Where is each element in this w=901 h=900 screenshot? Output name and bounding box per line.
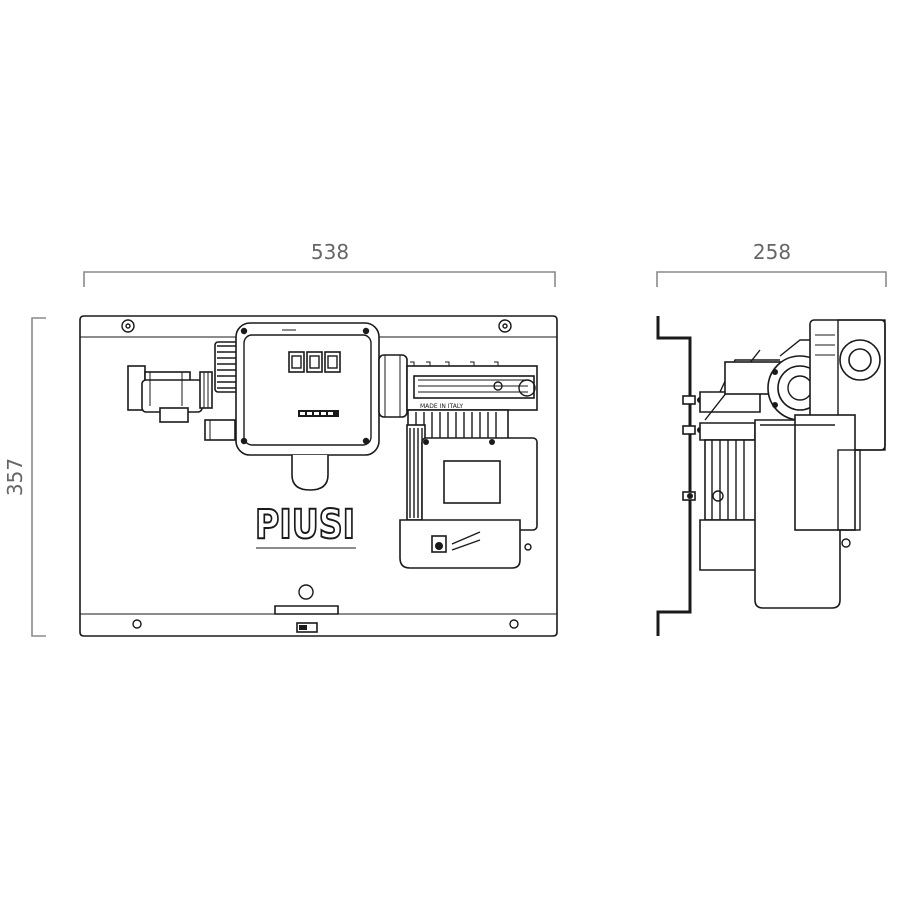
bottom-bracket: [274, 605, 339, 615]
dimension-depth-side-label: 258: [753, 240, 791, 264]
connector-tube: [378, 354, 408, 418]
motor-terminal-box: [421, 437, 538, 531]
motor-base: [399, 519, 532, 569]
dimension-width-front: 538: [83, 240, 556, 287]
drain-hole: [298, 584, 314, 600]
mount-hole-right: [509, 619, 519, 629]
side-motor-fins: [704, 439, 761, 521]
made-in-label: MADE IN ITALY: [420, 403, 463, 410]
dimension-height-front-label: 357: [3, 458, 27, 496]
mount-hole-left: [132, 619, 142, 629]
meter-counter: [288, 351, 341, 373]
meter-totalizer: [298, 410, 339, 417]
meter: [235, 322, 380, 491]
dimension-height-front: 357: [3, 317, 46, 637]
keyhole-slot-left: [121, 319, 135, 333]
side-view: [656, 316, 886, 636]
brand-logo: PIUSI: [254, 501, 356, 549]
motor-fins: [406, 424, 426, 521]
wall-bracket: [656, 316, 692, 636]
dimension-width-front-label: 538: [311, 240, 349, 264]
pump-housing: MADE IN ITALY: [406, 361, 538, 441]
keyhole-slot-right: [498, 319, 512, 333]
brand-logo-text: PIUSI: [255, 502, 355, 548]
side-motor: [699, 414, 861, 609]
front-view: MADE IN ITALY PIUSI: [79, 315, 558, 637]
dimension-depth-side: 258: [656, 240, 887, 287]
inlet-fitting: [127, 365, 236, 441]
